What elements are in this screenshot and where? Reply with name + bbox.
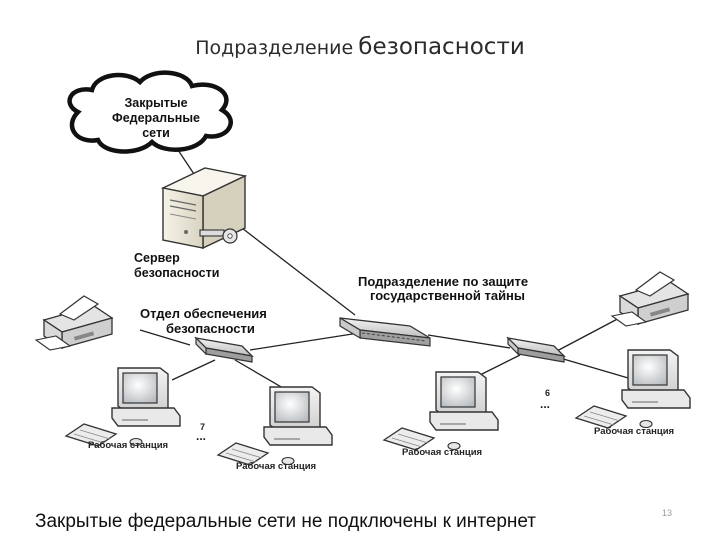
slide-caption: Закрытые федеральные сети не подключены … [35, 511, 537, 532]
cloud-line1: Закрытые [124, 96, 187, 110]
right-hub [507, 337, 565, 363]
server-label-line1: Сервер [134, 251, 180, 265]
workstation-4 [575, 349, 691, 429]
link-hub-right-ws2 [559, 357, 636, 381]
workstation-4-label: Рабочая станция [594, 426, 674, 437]
left-ellipsis: ... [196, 429, 206, 443]
security-server: Сервер безопасности [134, 167, 248, 280]
slide-title: Подразделение безопасности [0, 34, 720, 60]
workstation-3 [383, 371, 499, 451]
left-count: 7 [200, 422, 205, 432]
left-printer [35, 295, 113, 351]
workstation-2 [217, 386, 333, 466]
title-part1: Подразделение [195, 37, 354, 59]
central-switch [339, 316, 431, 347]
workstation-1 [65, 367, 181, 447]
right-department-line1: Подразделение по защите [358, 274, 528, 289]
link-switch-right-hub [427, 334, 511, 349]
cloud-line2: Федеральные [112, 111, 200, 125]
cloud-line3: сети [142, 126, 170, 140]
left-department-line2: безопасности [166, 321, 255, 336]
workstation-1-label: Рабочая станция [88, 440, 168, 451]
link-hub-left-ws1 [171, 359, 216, 381]
server-label-line2: безопасности [134, 266, 219, 280]
workstation-2-label: Рабочая станция [236, 461, 316, 472]
workstation-3-label: Рабочая станция [402, 447, 482, 458]
cloud-shape [67, 70, 233, 154]
title-part2: безопасности [358, 34, 525, 60]
link-hub-left-printer [139, 329, 191, 346]
right-printer [611, 271, 689, 327]
page-number: 13 [662, 508, 673, 518]
right-ellipsis: ... [540, 397, 550, 411]
key-icon [199, 228, 238, 244]
right-department-line2: государственной тайны [370, 288, 525, 303]
link-server-switch [237, 224, 356, 316]
right-count: 6 [545, 388, 550, 398]
closed-federal-networks-cloud: Закрытые Федеральные сети [67, 70, 233, 154]
left-hub [195, 337, 253, 363]
link-hub-right-printer [554, 314, 626, 353]
left-department-line1: Отдел обеспечения [140, 306, 267, 321]
